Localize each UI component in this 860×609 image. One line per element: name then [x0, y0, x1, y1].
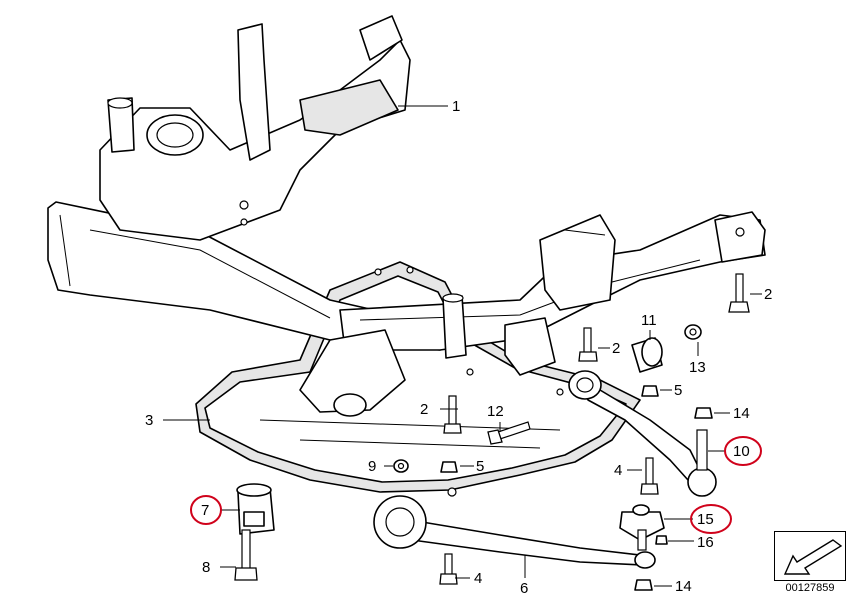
callout-13: 13 [689, 359, 706, 376]
ball-joint-15 [619, 504, 665, 551]
front-axle-carrier [47, 15, 766, 417]
thrust-arm-10 [568, 370, 717, 497]
callout-3: 3 [145, 412, 153, 429]
callout-5: 5 [476, 458, 484, 475]
bolt-12 [487, 421, 531, 445]
callout-11: 11 [641, 312, 657, 329]
nut-5-upper [641, 385, 659, 397]
nut-5-lower [440, 461, 458, 473]
callout-2: 2 [612, 340, 620, 357]
nut-14-lower [634, 579, 653, 591]
rubber-mount-7 [236, 483, 275, 535]
callout-14: 14 [675, 578, 692, 595]
bolt-4-lower [439, 553, 458, 585]
callout-16: 16 [697, 534, 714, 551]
bolt-4-upper [640, 457, 659, 495]
callout-5: 5 [674, 382, 682, 399]
bolt-2-left [443, 395, 462, 434]
highlight-circle-7 [190, 495, 222, 525]
callout-10: 10 [733, 443, 750, 460]
nut-14-upper [694, 407, 713, 419]
highlight-marks [190, 436, 762, 534]
callout-4: 4 [474, 570, 482, 587]
leader-lines [163, 105, 762, 587]
callout-7: 7 [201, 502, 209, 519]
callout-15: 15 [697, 511, 714, 528]
bolt-2-mid [578, 327, 598, 362]
callout-6: 6 [520, 580, 528, 597]
callout-2: 2 [420, 401, 428, 418]
callout-labels: 1 2 2 2 3 4 4 5 5 6 7 8 9 10 11 12 13 14… [145, 98, 772, 597]
arrow-down-left-icon [774, 531, 846, 581]
callout-12: 12 [487, 403, 504, 420]
highlight-circle-15 [690, 504, 732, 534]
callout-1: 1 [452, 98, 460, 115]
callout-8: 8 [202, 559, 210, 576]
bolt-8 [234, 529, 258, 581]
nut-9 [393, 459, 409, 473]
wishbone-6 [373, 495, 656, 569]
document-number: 00127859 [785, 582, 835, 594]
callout-4: 4 [614, 462, 622, 479]
highlight-circle-10 [724, 436, 762, 466]
nut-16 [655, 535, 668, 545]
bolt-2-right [728, 273, 750, 313]
nut-13 [684, 324, 702, 340]
callout-14: 14 [733, 405, 750, 422]
callout-2: 2 [764, 286, 772, 303]
bush-11 [631, 337, 663, 373]
callout-9: 9 [368, 458, 376, 475]
